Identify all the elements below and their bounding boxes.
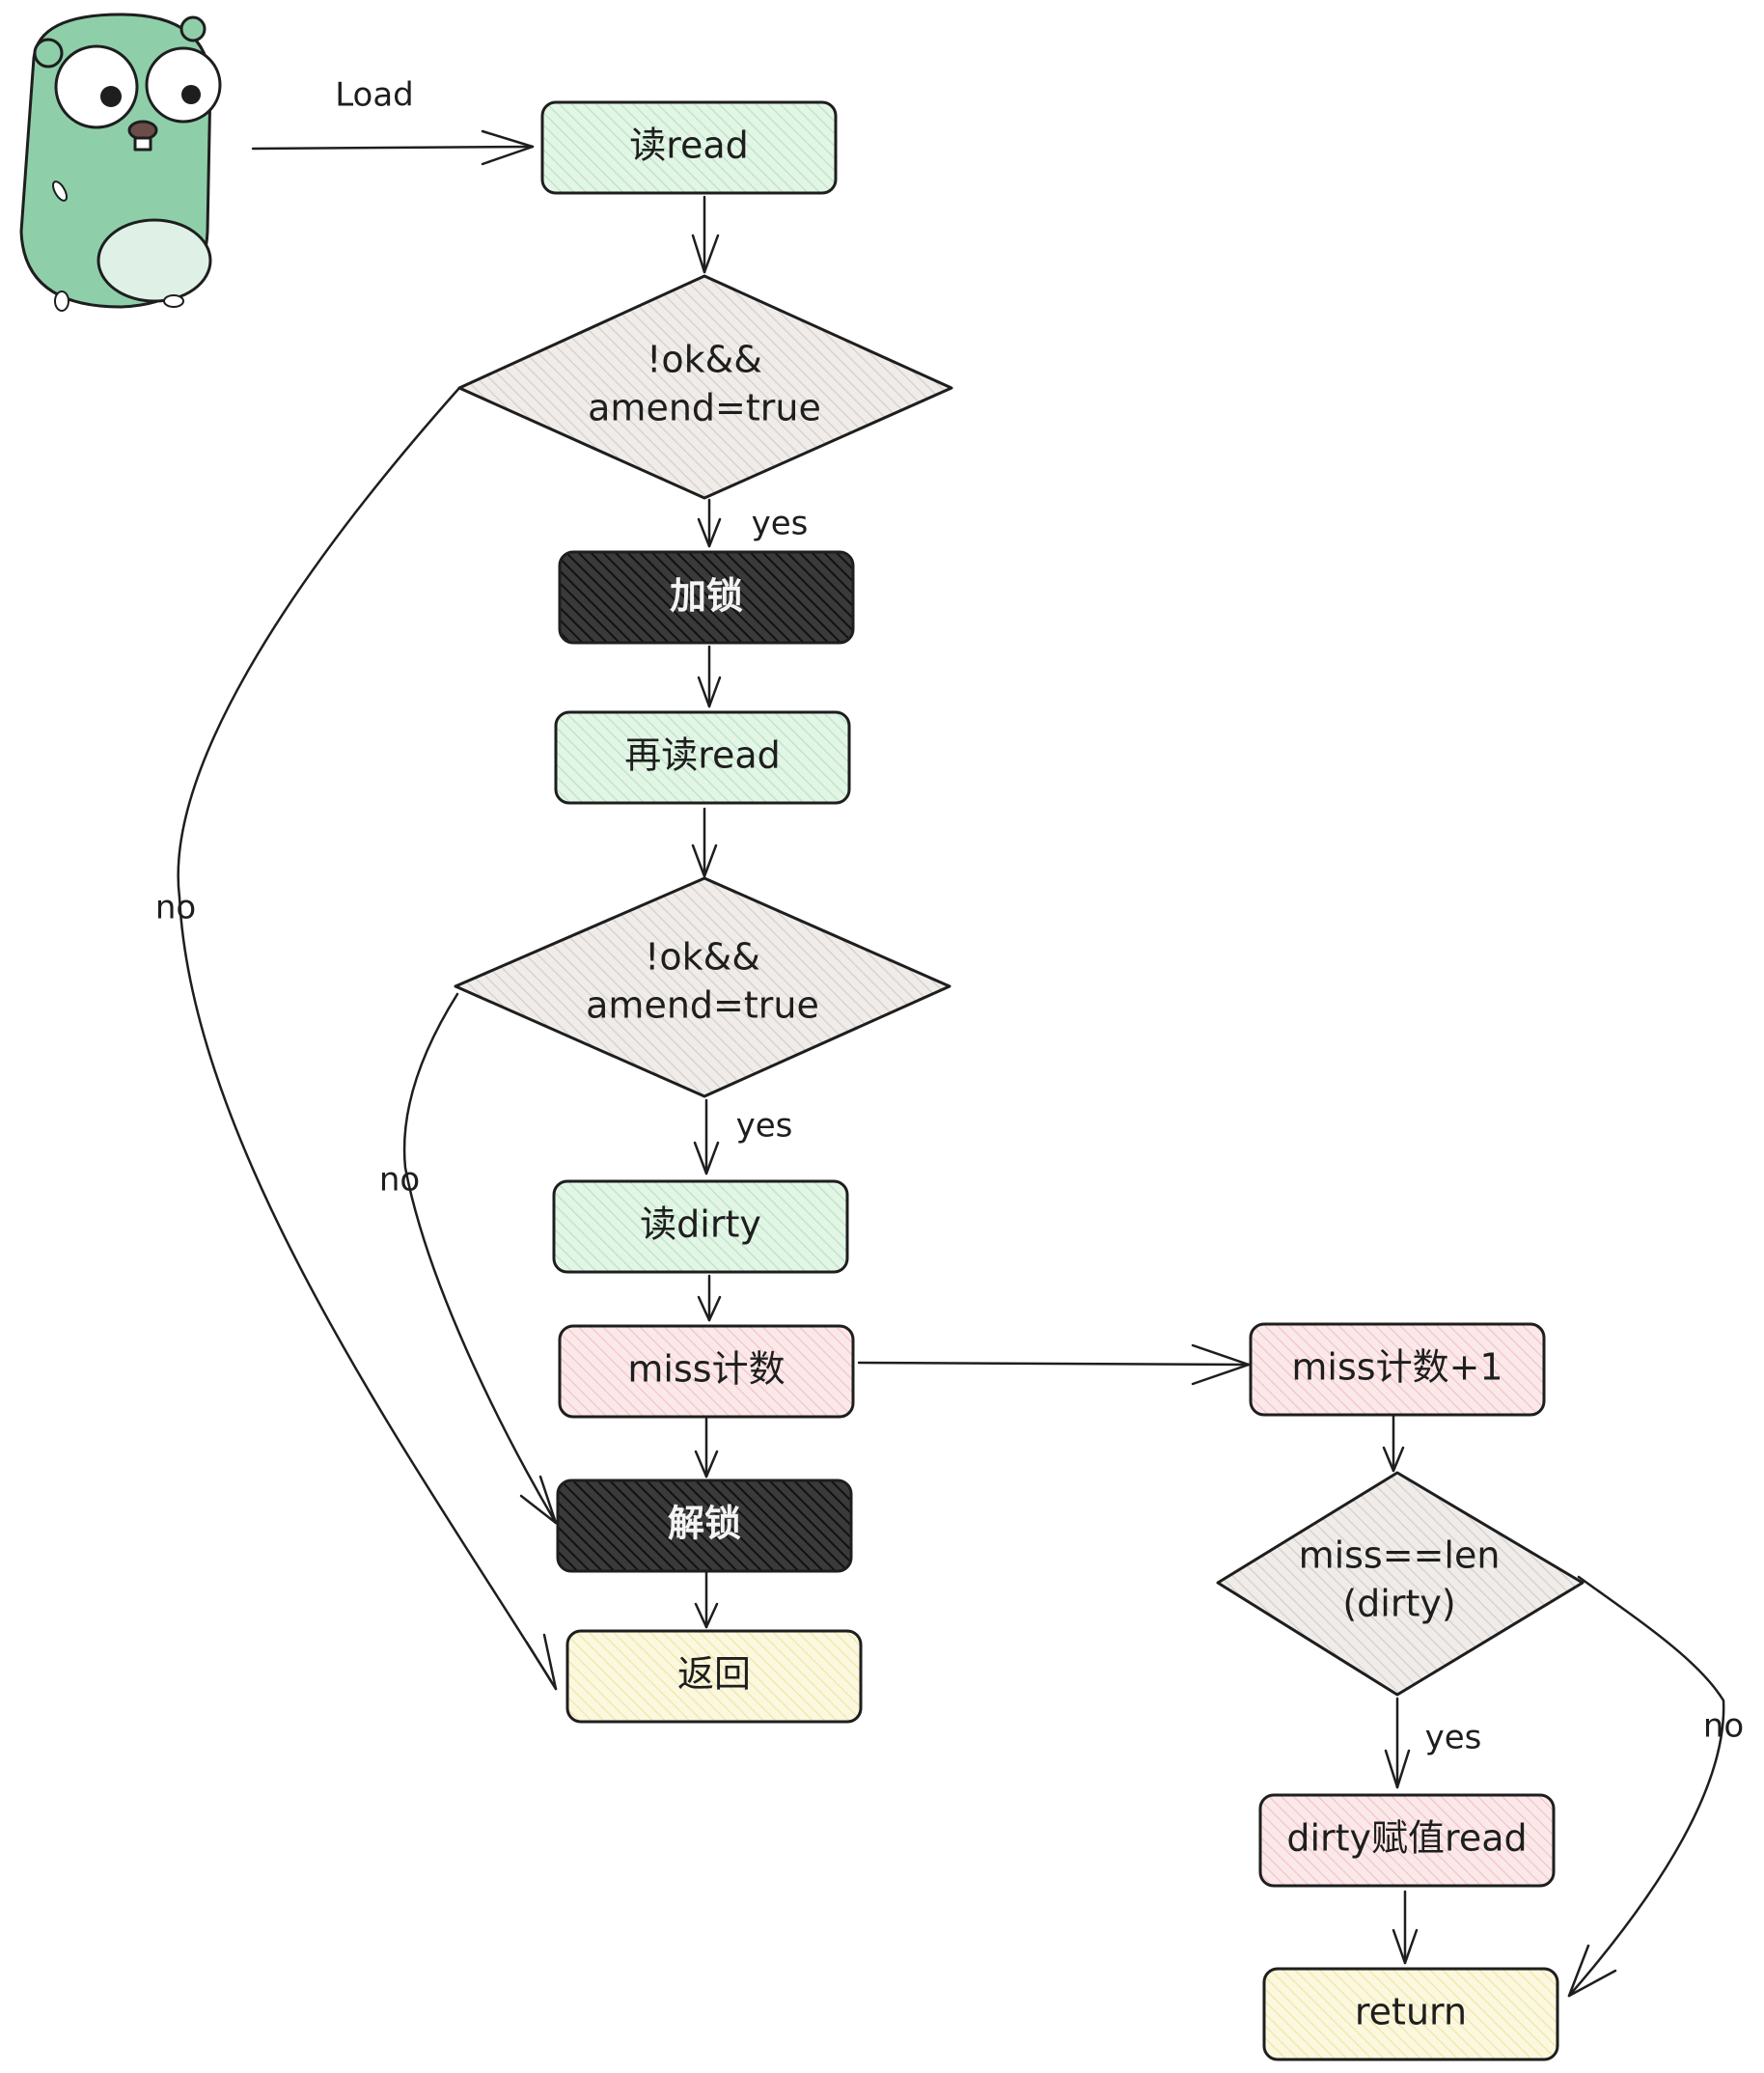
arrowhead xyxy=(1384,1749,1411,1789)
node-unlock-label: 解锁 xyxy=(668,1503,741,1545)
node-reread: 再读read xyxy=(554,710,851,805)
node-return-en: return xyxy=(1262,1967,1559,2061)
edge-label-yes2: yes xyxy=(736,1107,793,1146)
edge-label-no3: no xyxy=(1703,1707,1744,1746)
node-check3-diamond xyxy=(1216,1471,1585,1697)
node-assign-box xyxy=(1258,1793,1556,1888)
node-miss-label: miss计数 xyxy=(627,1348,785,1391)
node-assign-label: dirty赋值read xyxy=(1286,1817,1527,1860)
edge-label-yes1: yes xyxy=(752,505,809,543)
node-check1-line1: !ok&& xyxy=(647,339,762,381)
node-check3-line1: miss==len xyxy=(1299,1534,1501,1577)
node-return-cn-box xyxy=(565,1629,863,1724)
node-read-dirty: 读dirty xyxy=(552,1179,849,1274)
node-reread-label: 再读read xyxy=(624,734,781,777)
edge-labels: Load yes no yes no yes no xyxy=(155,76,1744,1757)
gopher-ear-right xyxy=(179,15,207,42)
load-label: Load xyxy=(335,76,414,115)
node-assign: dirty赋值read xyxy=(1258,1793,1556,1888)
edge-check3-no xyxy=(1567,1575,1725,1998)
node-check3-line2: (dirty) xyxy=(1342,1583,1455,1625)
arrowhead xyxy=(697,676,722,708)
edge-miss-missinc xyxy=(857,1361,1251,1367)
node-read-dirty-label: 读dirty xyxy=(640,1203,761,1246)
node-miss-inc-box xyxy=(1249,1322,1546,1417)
node-read-label: 读read xyxy=(629,124,749,167)
node-check2: !ok&& amend=true xyxy=(454,876,951,1098)
edges xyxy=(177,129,1725,1998)
node-check3: miss==len (dirty) xyxy=(1216,1471,1585,1697)
node-lock-box xyxy=(558,550,855,645)
arrowhead xyxy=(691,234,720,274)
gopher-icon xyxy=(19,13,222,312)
node-check1-line2: amend=true xyxy=(588,387,821,429)
node-check2-line2: amend=true xyxy=(586,984,819,1027)
node-check1: !ok&& amend=true xyxy=(457,274,953,500)
arrowhead xyxy=(1191,1343,1251,1386)
node-check1-diamond xyxy=(457,274,953,500)
gopher-ear-left xyxy=(33,38,64,69)
gopher-hand xyxy=(52,180,68,202)
node-miss-inc: miss计数+1 xyxy=(1249,1322,1546,1417)
gopher-belly xyxy=(96,218,212,303)
gopher-pupil-left xyxy=(100,86,122,107)
arrowhead xyxy=(1567,1944,1617,1998)
arrowhead xyxy=(694,1450,719,1479)
node-unlock: 解锁 xyxy=(556,1479,853,1573)
edge-check2-no xyxy=(402,992,558,1525)
node-lock-label: 加锁 xyxy=(670,575,743,618)
edge-check1-no xyxy=(177,386,558,1691)
node-check2-diamond xyxy=(454,876,951,1098)
node-miss-box xyxy=(558,1324,855,1419)
node-return-en-box xyxy=(1262,1967,1559,2061)
arrowhead xyxy=(519,1475,558,1525)
node-check2-line1: !ok&& xyxy=(645,936,760,979)
edge-label-no1: no xyxy=(155,889,196,927)
arrowhead xyxy=(1382,1446,1405,1473)
arrowhead xyxy=(694,1602,719,1629)
gopher-foot-left xyxy=(54,290,69,312)
node-return-en-label: return xyxy=(1355,1991,1467,2033)
node-read: 读read xyxy=(540,100,838,195)
gopher-eye-right xyxy=(145,46,222,124)
node-read-box xyxy=(540,100,838,195)
edge-label-no2: no xyxy=(379,1161,420,1200)
edge-label-yes3: yes xyxy=(1425,1719,1482,1757)
arrowhead xyxy=(691,843,718,878)
gopher-teeth xyxy=(133,136,152,152)
arrowhead xyxy=(525,1633,558,1691)
gopher-nose xyxy=(127,120,158,141)
gopher-eye-left xyxy=(54,44,139,129)
node-return-cn-label: 返回 xyxy=(677,1653,751,1696)
node-unlock-box xyxy=(556,1479,853,1573)
gopher-foot-right xyxy=(163,294,184,308)
node-lock: 加锁 xyxy=(558,550,855,645)
node-read-dirty-box xyxy=(552,1179,849,1274)
node-reread-box xyxy=(554,710,851,805)
node-return-cn: 返回 xyxy=(565,1629,863,1724)
arrowhead xyxy=(1392,1928,1419,1965)
edge-load-read xyxy=(251,145,535,151)
node-miss-inc-label: miss计数+1 xyxy=(1291,1346,1502,1389)
nodes: 读read !ok&& amend=true 加锁 再读read !ok&& a… xyxy=(454,100,1585,2061)
arrowhead xyxy=(697,1295,722,1322)
arrowhead xyxy=(697,517,722,548)
node-miss: miss计数 xyxy=(558,1324,855,1419)
arrowhead xyxy=(481,129,535,166)
gopher-pupil-right xyxy=(181,85,201,104)
arrowhead xyxy=(693,1141,720,1175)
